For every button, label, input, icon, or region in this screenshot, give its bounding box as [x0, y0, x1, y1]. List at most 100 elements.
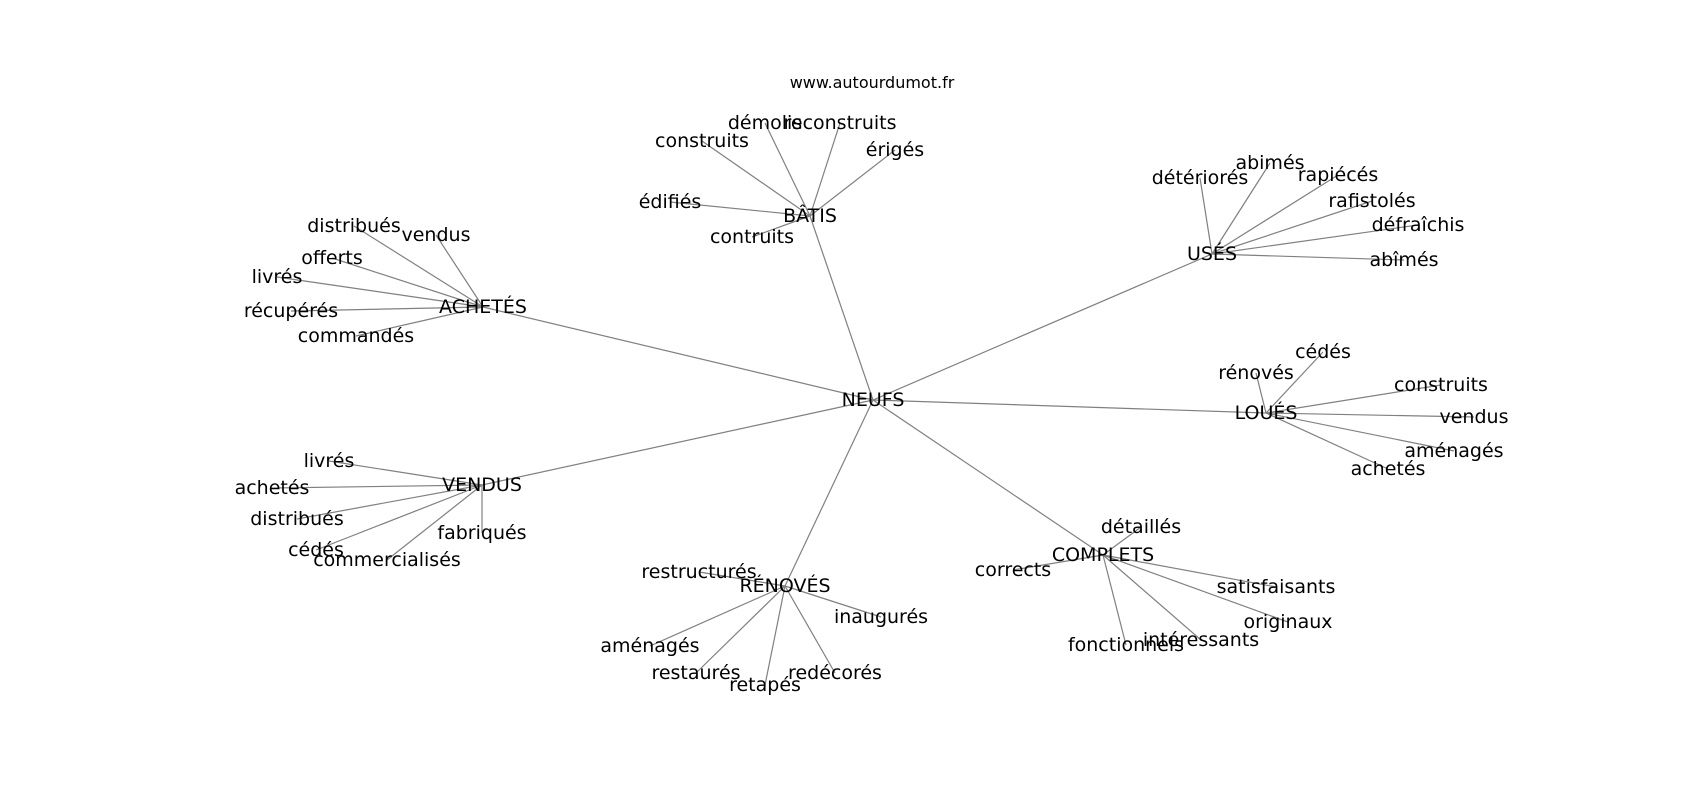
edge-vendus-leaf-5 [386, 484, 483, 561]
node-leaf: intéressants [1143, 629, 1259, 651]
edge-uses-leaf-2 [1211, 174, 1339, 255]
node-leaf: fabriqués [437, 522, 526, 544]
edge-batis-leaf-1 [809, 122, 841, 217]
node-leaf: distribués [307, 215, 400, 237]
node-leaf: commandés [298, 325, 414, 347]
edge-renoves-leaf-3 [695, 585, 786, 674]
node-leaf: détériorés [1152, 167, 1249, 189]
edge-achetes-leaf-5 [355, 306, 484, 337]
edge-vendus-leaf-2 [296, 484, 483, 520]
node-leaf: restaurés [651, 662, 740, 684]
edge-loues-leaf-1 [1255, 372, 1267, 414]
edge-root-vendus [481, 399, 874, 486]
edge-complets-leaf-1 [1012, 554, 1104, 571]
node-leaf: démolis [728, 112, 802, 134]
node-leaf: offerts [301, 247, 363, 269]
node-leaf: vendus [402, 224, 471, 246]
node-leaf: achetés [235, 477, 310, 499]
node-leaf: construits [655, 130, 749, 152]
edge-batis-leaf-0 [764, 122, 811, 217]
node-leaf: abimés [1235, 152, 1304, 174]
node-leaf: commercialisés [313, 549, 461, 571]
node-hub-renoves: RÉNOVÉS [739, 574, 830, 597]
node-leaf: aménagés [1404, 440, 1503, 462]
node-leaf: érigés [866, 139, 924, 161]
node-leaf: aménagés [600, 635, 699, 657]
edge-achetes-leaf-2 [331, 257, 484, 308]
edge-achetes-leaf-3 [276, 276, 484, 308]
edge-uses-leaf-0 [1211, 162, 1271, 255]
edge-complets-leaf-3 [1102, 554, 1289, 623]
edge-complets-leaf-5 [1102, 554, 1127, 646]
node-leaf: satisfaisants [1217, 576, 1336, 598]
edge-uses-leaf-4 [1211, 224, 1419, 255]
node-leaf: achetés [1351, 458, 1426, 480]
node-root: NEUFS [842, 389, 905, 411]
node-leaf: distribués [250, 508, 343, 530]
edge-achetes-leaf-0 [353, 225, 484, 308]
node-hub-batis: BÂTIS [783, 204, 837, 227]
node-leaf: récupérés [244, 300, 338, 322]
node-leaf: abîmés [1369, 249, 1438, 271]
node-leaf: livrés [304, 450, 355, 472]
edge-renoves-leaf-4 [784, 585, 836, 674]
node-leaf: cédés [1295, 341, 1351, 363]
edge-loues-leaf-3 [1265, 412, 1475, 418]
edge-loues-leaf-0 [1265, 351, 1324, 414]
node-leaf: reconstruits [783, 112, 896, 134]
node-leaf: édifiés [639, 191, 702, 213]
edge-batis-leaf-3 [809, 149, 896, 217]
edge-uses-leaf-3 [1211, 200, 1373, 255]
edge-renoves-leaf-2 [649, 585, 786, 647]
node-leaf: défraîchis [1372, 214, 1465, 236]
site-url: www.autourdumot.fr [790, 73, 955, 92]
node-leaf: détaillés [1101, 516, 1181, 538]
edge-loues-leaf-2 [1265, 384, 1442, 414]
node-leaf: vendus [1440, 406, 1509, 428]
node-leaf: retapés [729, 674, 801, 696]
node-leaf: cédés [288, 539, 344, 561]
edge-achetes-leaf-1 [435, 234, 484, 308]
edge-achetes-leaf-4 [290, 306, 484, 312]
edge-complets-leaf-0 [1102, 526, 1142, 556]
edge-loues-leaf-5 [1265, 412, 1389, 470]
edge-complets-leaf-4 [1102, 554, 1202, 641]
node-leaf: restructurés [641, 561, 756, 583]
edge-vendus-leaf-0 [328, 460, 483, 486]
edge-root-complets [872, 399, 1104, 556]
node-hub-vendus: VENDUS [442, 474, 522, 496]
edge-uses-leaf-1 [1199, 177, 1213, 255]
node-leaf: rénovés [1218, 362, 1294, 384]
edge-root-renoves [784, 399, 874, 587]
edge-uses-leaf-5 [1211, 253, 1405, 261]
edge-renoves-leaf-0 [698, 571, 786, 587]
node-hub-loues: LOUÉS [1235, 401, 1298, 424]
edge-complets-leaf-2 [1102, 554, 1277, 588]
node-leaf: inaugurés [834, 606, 928, 628]
node-hub-achetes: ACHETÉS [439, 295, 527, 318]
node-leaf: livrés [252, 266, 303, 288]
node-leaf: originaux [1243, 611, 1332, 633]
edge-root-uses [872, 253, 1213, 401]
node-leaf: rafistolés [1328, 190, 1415, 212]
node-leaf: redécorés [788, 662, 882, 684]
edge-root-batis [809, 215, 874, 401]
edge-batis-leaf-5 [751, 215, 811, 238]
edge-batis-leaf-2 [701, 140, 811, 217]
edge-vendus-leaf-1 [271, 484, 483, 489]
edge-root-loues [872, 399, 1267, 414]
node-leaf: fonctionnels [1068, 634, 1184, 656]
node-leaf: corrects [975, 559, 1051, 581]
edge-renoves-leaf-5 [764, 585, 786, 686]
graph-edges [271, 122, 1475, 686]
edge-root-achetes [482, 306, 874, 401]
node-leaf: contruits [710, 226, 794, 248]
node-hub-complets: COMPLETS [1052, 544, 1154, 566]
edge-renoves-leaf-1 [784, 585, 882, 618]
edge-loues-leaf-4 [1265, 412, 1455, 452]
node-leaf: rapiécés [1298, 164, 1379, 186]
node-leaf: construits [1394, 374, 1488, 396]
node-hub-uses: USÉS [1187, 242, 1237, 265]
